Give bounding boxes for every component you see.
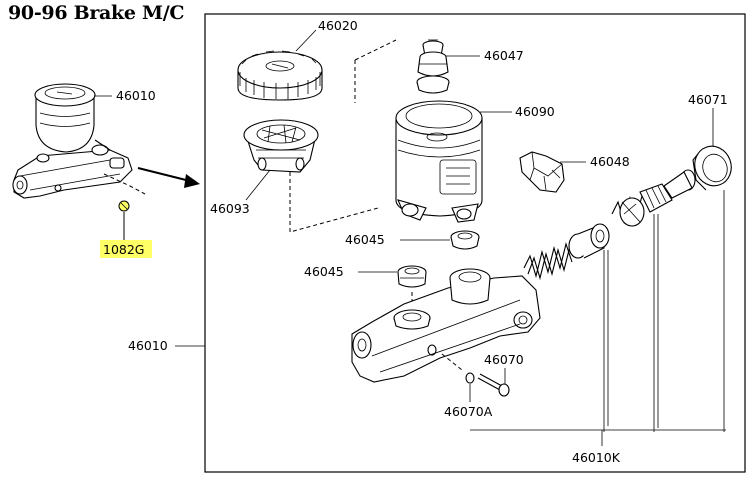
seal-46045-a [450,230,480,250]
seal-ring-46071 [692,145,732,191]
cap-46020 [237,50,323,101]
grommet-46047 [416,39,450,94]
label-46071: 46071 [688,92,728,107]
bracket-46048 [519,151,565,193]
label-46010K: 46010K [572,450,621,465]
label-1082G: 1082G [103,242,145,257]
reservoir-46090 [395,100,483,223]
label-46045-lower: 46045 [304,264,344,279]
label-46010-left: 46010 [116,88,156,103]
detail-frame [204,13,746,473]
label-46010-body: 46010 [128,338,168,353]
label-46070A: 46070A [444,404,493,419]
piston-kit-46010K [523,169,696,281]
label-46070: 46070 [484,352,524,367]
bolt-icon [118,200,130,212]
label-46020: 46020 [318,18,358,33]
label-46048: 46048 [590,154,630,169]
master-cylinder-body [351,268,541,383]
left-overview-master-cylinder: 1082G 46010 [12,83,156,258]
highlight-box [100,240,152,258]
bleeder-46070 [465,372,510,397]
seal-46045-b [397,265,427,288]
strainer-46093 [243,119,319,173]
label-46093: 46093 [210,201,250,216]
label-46045-upper: 46045 [345,232,385,247]
kit-bracket-lines [470,190,726,446]
label-46047: 46047 [484,48,524,63]
arrow-right-icon [137,167,200,188]
page-title: 90-96 Brake M/C [8,2,185,24]
label-46090: 46090 [515,104,555,119]
